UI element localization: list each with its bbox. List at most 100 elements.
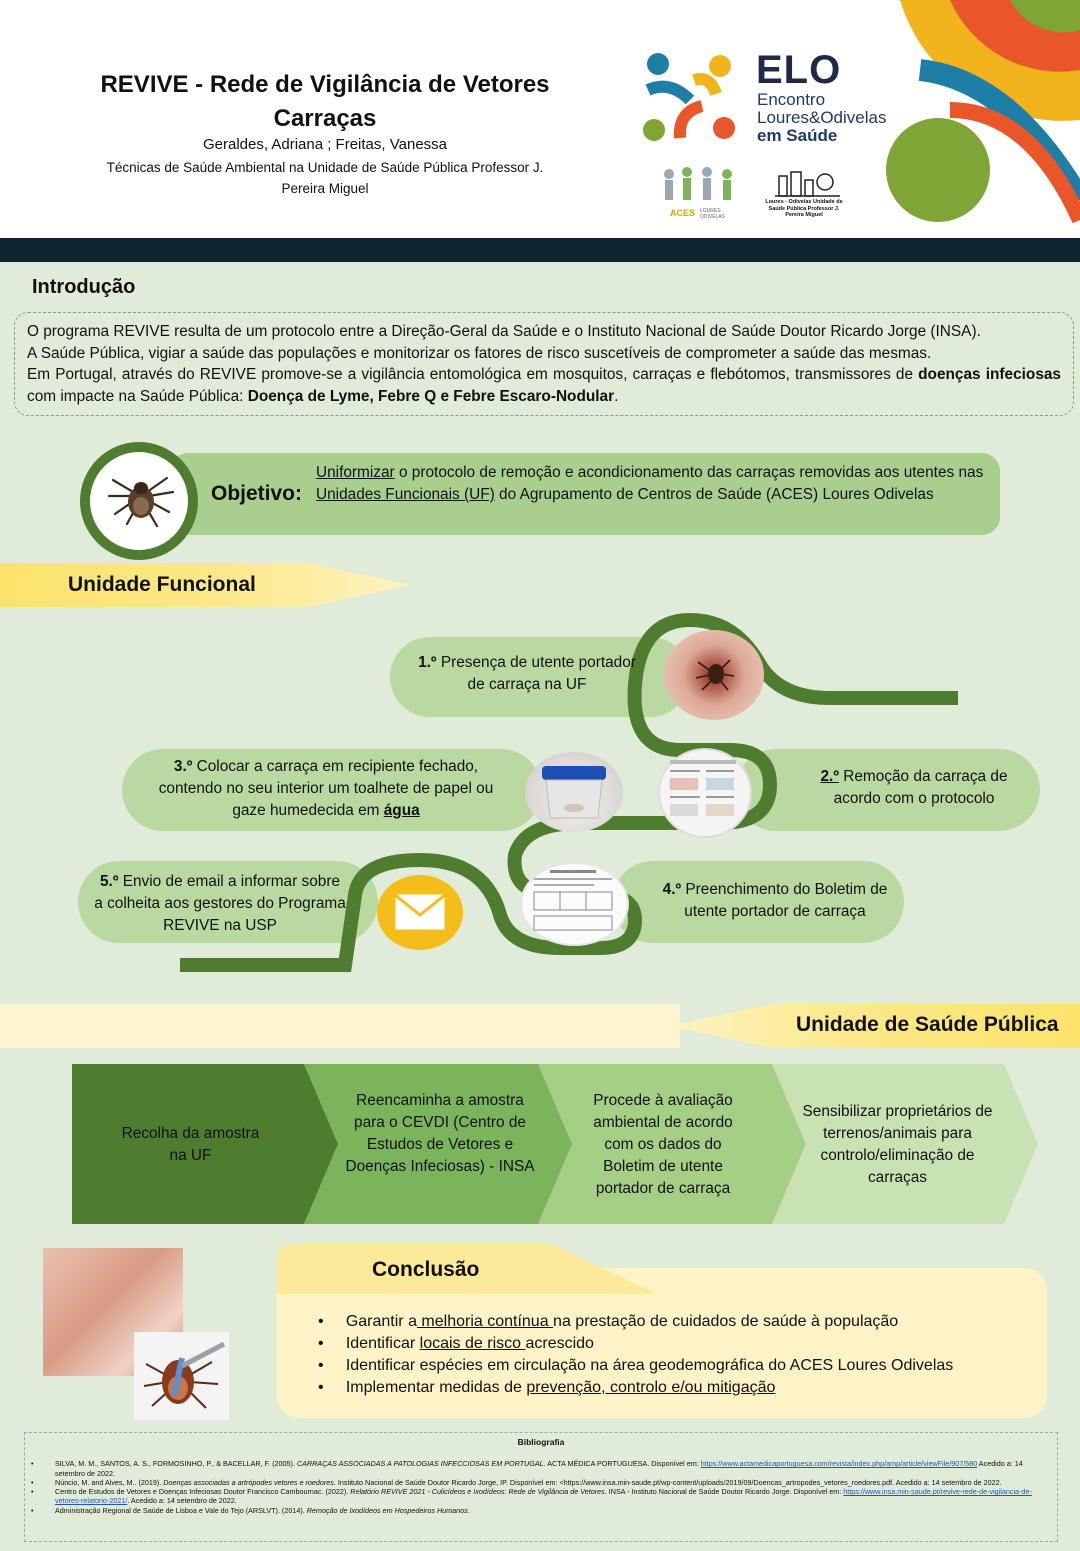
intro-paragraph-2: A Saúde Pública, vigiar a saúde das popu… (27, 344, 932, 362)
elo-line-1: Encontro (757, 90, 826, 109)
container-icon (542, 766, 606, 819)
ref2a: Núncio, M. and Alves, M.. (2019). (55, 1477, 164, 1487)
elo-line-3: em Saúde (757, 126, 838, 145)
step-4-pill (612, 861, 904, 943)
c2b: locais de risco (419, 1335, 526, 1352)
tick-removal-icon (143, 1341, 226, 1409)
reference-4: •Administração Regional de Saúde de Lisb… (31, 1505, 470, 1515)
intro-p3-e: . (614, 387, 619, 405)
ref4b: Remoção de Ixodídeos em Hospedeiros Huma… (306, 1505, 468, 1515)
ref4c: . (467, 1505, 470, 1515)
elo-logo-icon (643, 53, 735, 141)
usp-chevron-flow (72, 1064, 1038, 1224)
conclusion-item-4: • Implementar medidas de prevenção, cont… (318, 1379, 776, 1396)
ref3d: . Acedido a: 14 setembro de 2022. (127, 1496, 237, 1506)
usp-step-4: Sensibilizar proprietários de terrenos/a… (802, 1103, 993, 1186)
conclusion-list: • Garantir a melhoria contínua na presta… (318, 1311, 953, 1399)
step-1-number: 1.º (418, 654, 437, 671)
intro-box: O programa REVIVE resulta de um protocol… (14, 312, 1074, 416)
c2c: acrescido (525, 1335, 594, 1352)
step-1-tick-icon (695, 659, 735, 691)
header-divider-bar (0, 238, 1080, 262)
intro-p3-bold-diseases: doenças infeciosas (918, 366, 1061, 383)
ref3a: Centro de Estudos de Vetores e Doenças I… (55, 1487, 351, 1497)
usp-logo-text: Loures - Odivelas Unidade de Saúde Públi… (765, 199, 843, 218)
step-4-number: 4.º (662, 881, 682, 898)
objective-bar (170, 453, 1000, 535)
intro-paragraph-1: O programa REVIVE resulta de um protocol… (27, 323, 981, 340)
objective-uniformizar: Uniformizar (316, 464, 395, 481)
intro-heading: Introdução (32, 276, 136, 298)
usp-ribbon-fade (0, 1004, 680, 1048)
step-2-text: 2.º Remoção da carraça de acordo com o p… (800, 766, 1028, 810)
step-2-label: Remoção da carraça de acordo com o proto… (833, 768, 1008, 807)
step-5-number: 5.º (99, 873, 119, 890)
uf-heading: Unidade Funcional (68, 573, 256, 596)
intro-p3-a: Em Portugal, através do REVIVE promove-s… (27, 366, 919, 383)
conclusion-item-3: • Identificar espécies em circulação na … (318, 1357, 954, 1374)
poster-subtitle: Carraças (273, 105, 377, 132)
authors: Geraldes, Adriana ; Freitas, Vanessa (202, 136, 447, 153)
step-5-pill (78, 861, 378, 943)
intro-p3-c: com impacte na Saúde Pública: (27, 387, 248, 405)
ref4a: Administração Regional de Saúde de Lisbo… (55, 1505, 307, 1515)
tick-icon (107, 476, 175, 528)
email-envelope-icon (394, 893, 446, 931)
objective-uf: Unidades Funcionais (UF) (316, 486, 495, 503)
reference-1: •SILVA, M. M., SANTOS, A. S., FORMOSINHO… (31, 1459, 1023, 1478)
conclusion-heading: Conclusão (372, 1258, 480, 1281)
step-5-text: 5.º Envio de email a informar sobre a co… (94, 871, 346, 937)
usp-heading: Unidade de Saúde Pública (796, 1013, 1059, 1036)
step-1-text: 1.º Presença de utente portador de carra… (412, 652, 642, 696)
poster-title: REVIVE - Rede de Vigilância de Vetores (100, 71, 550, 98)
objective-text: Uniformizar o protocolo de remoção e aco… (316, 462, 996, 506)
usp-building-icon (775, 171, 840, 197)
usp-step-3: Procede à avaliação ambiental de acordo … (593, 1092, 733, 1197)
ref1d: Acedido a: 14 setembro de 2022. (55, 1459, 1023, 1478)
step-1-label: Presença de utente portador de carraça n… (436, 654, 636, 693)
intro-p3-bold-list: Doença de Lyme, Febre Q e Febre Escaro-N… (247, 387, 615, 405)
usp-step-1: Recolha da amostra na UF (121, 1125, 260, 1164)
ref2c: . Instituto Nacional de Saúde Doutor Ric… (333, 1477, 1002, 1487)
usp-step-2: Reencaminha a amostra para o CEVDI (Cent… (345, 1092, 535, 1175)
ref1c: ACTA MÉDICA PORTUGUESA. Disponível em: (545, 1459, 701, 1469)
ref3b: Relatório REVIVE 2021 - Culicídeos e Ixo… (350, 1487, 605, 1497)
step-4-photo (520, 862, 629, 946)
conclusion-item-1: • Garantir a melhoria contínua na presta… (318, 1313, 899, 1330)
step-3-number: 3.º (173, 758, 193, 775)
c1b: melhoria contínua (416, 1313, 554, 1330)
c1a: Garantir a (345, 1313, 417, 1330)
elo-wordmark: ELO (756, 48, 842, 92)
c2a: Identificar (345, 1335, 420, 1352)
bibliography-heading: Bibliografia (517, 1437, 565, 1447)
step-3-agua: água (383, 802, 420, 819)
objective-text-4: do Agrupamento de Centros de Saúde (ACES… (494, 486, 934, 503)
protocol-doc-icon (670, 760, 736, 816)
decorative-arcs (886, 0, 1080, 224)
c3: Identificar espécies em circulação na ár… (345, 1357, 954, 1374)
reference-2: •Núncio, M. and Alves, M.. (2019). Doenç… (31, 1477, 1002, 1487)
step-2-number: 2.º (820, 768, 839, 785)
step-5-label: Envio de email a informar sobre a colhei… (94, 873, 346, 934)
bibliography-box: Bibliografia •SILVA, M. M., SANTOS, A. S… (24, 1432, 1058, 1542)
ref1a: SILVA, M. M., SANTOS, A. S., FORMOSINHO,… (55, 1459, 297, 1469)
step-4-label: Preenchimento do Boletim de utente porta… (681, 881, 888, 920)
c4a: Implementar medidas de (345, 1379, 527, 1396)
ref1-link[interactable]: https://www.actamedicaportuguesa.com/rev… (700, 1459, 978, 1469)
elo-line-2: Loures&Odivelas (757, 108, 887, 127)
step-4-text: 4.º Preenchimento do Boletim de utente p… (650, 879, 900, 923)
step-3-text: 3.º Colocar a carraça em recipiente fech… (152, 756, 500, 822)
aces-sub: LOURES ODIVELAS (700, 208, 726, 220)
step-2-pill (735, 749, 1040, 831)
step-3-label: Colocar a carraça em recipiente fechado,… (158, 758, 494, 819)
objective-label: Objetivo: (211, 482, 303, 505)
intro-paragraph-3: Em Portugal, através do REVIVE promove-s… (27, 364, 1061, 407)
form-doc-icon (533, 870, 613, 931)
objective-text-2: o protocolo de remoção e acondicionament… (394, 464, 984, 481)
conclusion-item-2: • Identificar locais de risco acrescido (318, 1335, 594, 1352)
ref3c: . INSA - Instituto Nacional de Saúde Dou… (604, 1487, 844, 1497)
ref3-link[interactable]: https://www.insa.min-saude.pt/revive-red… (55, 1487, 1032, 1506)
ref2b: Doenças associadas a artrópodes vetores … (163, 1477, 334, 1487)
c1c: na prestação de cuidados de saúde à popu… (553, 1313, 899, 1330)
aces-label: ACES (670, 208, 696, 218)
